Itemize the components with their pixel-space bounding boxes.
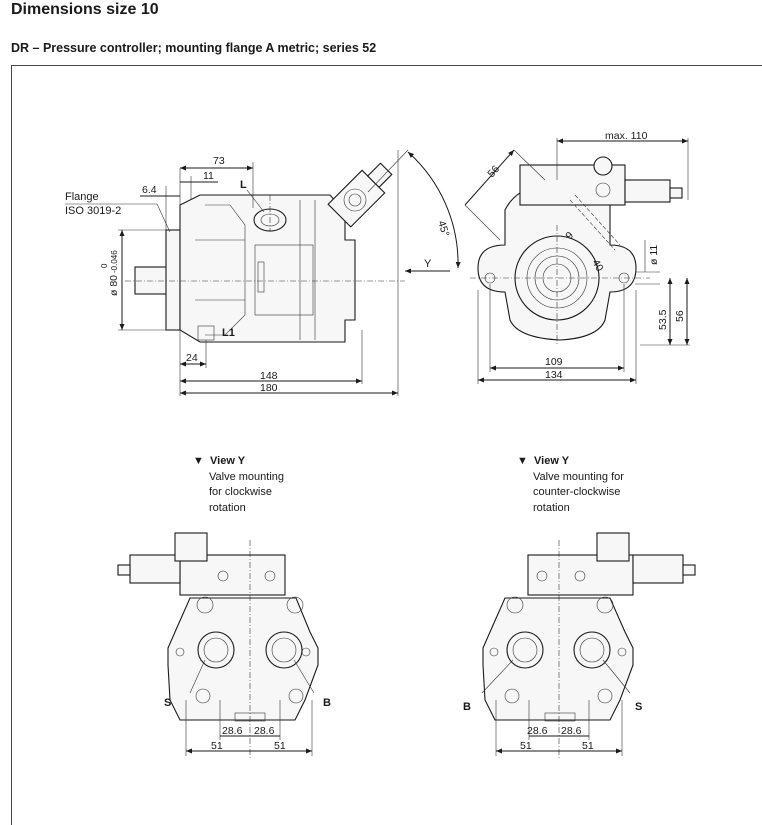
- dim-56-right: 56: [674, 310, 686, 322]
- dim-109: 109: [545, 356, 563, 368]
- view-left-title: View Y: [210, 455, 246, 467]
- port-B-right-label: B: [463, 701, 471, 713]
- view-y-right-housing: [482, 597, 634, 721]
- dim-51-a: 51: [211, 740, 223, 752]
- drive-shaft: [134, 266, 168, 295]
- port-B-left: [265, 631, 303, 669]
- flange-standard: ISO 3019-2: [65, 205, 121, 217]
- dim-28-6-d: 28.6: [561, 725, 582, 737]
- mounting-flange: [165, 229, 181, 331]
- view-left-line3: rotation: [209, 501, 246, 514]
- view-left-line2: for clockwise: [209, 486, 272, 498]
- dim-51-b: 51: [274, 740, 286, 752]
- page-subtitle: DR – Pressure controller; mounting flang…: [11, 41, 377, 55]
- port-S-left: [197, 631, 235, 669]
- view-y-clockwise: S B 28.6 28.6 51 51: [117, 532, 331, 760]
- view-y-left-caption: ▼ View Y Valve mounting for clockwise ro…: [193, 454, 284, 516]
- port-B-left-label: B: [323, 697, 331, 709]
- view-right-marker: ▼: [517, 455, 528, 467]
- dim-6-4: 6.4: [142, 184, 157, 196]
- port-S-left-label: S: [164, 697, 171, 709]
- dim-max-110: max. 110: [605, 130, 648, 142]
- dim-80-tol-lower: -0.046: [110, 250, 119, 273]
- front-view: max. 110 56 9 40 ø 11 53.5 56 109 134: [464, 130, 690, 384]
- port-S-right-label: S: [635, 701, 642, 713]
- view-right-title: View Y: [534, 455, 570, 467]
- view-right-line1: Valve mounting for: [533, 470, 624, 483]
- dim-51-d: 51: [582, 740, 594, 752]
- dim-45-degrees: 45°: [435, 219, 451, 238]
- dim-28-6-b: 28.6: [254, 725, 275, 737]
- dim-d11: ø 11: [648, 245, 660, 265]
- port-S-right: [573, 631, 611, 669]
- dim-40: 40: [589, 258, 605, 274]
- dim-80-tol-upper: 0: [100, 263, 109, 268]
- dim-80: ø 80: [108, 275, 120, 296]
- dim-28-6-c: 28.6: [527, 725, 548, 737]
- dim-180: 180: [260, 382, 278, 394]
- pump-housing: [179, 194, 356, 343]
- view-y-counter-clockwise: B S 28.6 28.6 51 51: [463, 532, 696, 760]
- pressure-controller: [327, 162, 393, 228]
- dim-53-5: 53.5: [657, 309, 669, 330]
- view-y-label: Y: [424, 258, 432, 270]
- view-y-right-caption: ▼ View Y Valve mounting for counter-cloc…: [517, 454, 624, 516]
- view-right-line2: counter-clockwise: [533, 486, 621, 498]
- view-right-line3: rotation: [533, 501, 570, 514]
- dim-73: 73: [213, 155, 225, 167]
- port-L-label: L: [240, 179, 247, 191]
- view-left-marker: ▼: [193, 455, 204, 467]
- dim-51-c: 51: [520, 740, 532, 752]
- dim-148: 148: [260, 370, 278, 382]
- dim-28-6-a: 28.6: [222, 725, 243, 737]
- port-L1-label: L1: [222, 327, 235, 339]
- drawing-frame: [11, 65, 762, 825]
- flange-label: Flange: [65, 191, 99, 203]
- page-title: Dimensions size 10: [11, 1, 159, 18]
- side-view: Y 73 11 6.4 Flange ISO 3019-2 L L1 ø 80 …: [65, 149, 461, 396]
- dim-11: 11: [203, 170, 214, 182]
- port-B-right: [506, 631, 544, 669]
- dim-134: 134: [545, 369, 563, 381]
- dim-24: 24: [186, 352, 198, 364]
- view-left-line1: Valve mounting: [209, 470, 285, 483]
